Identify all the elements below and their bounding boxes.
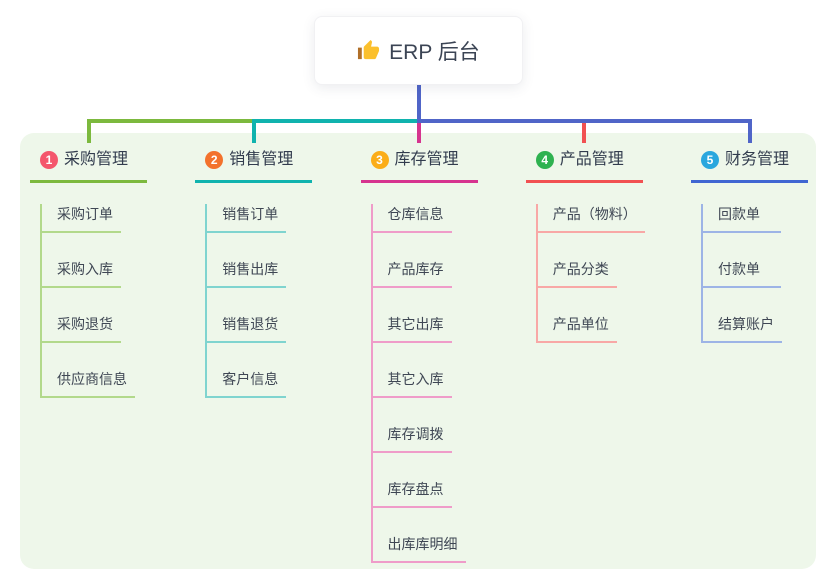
branch-5: 5 财务管理回款单付款单结算账户	[691, 133, 808, 569]
child-node[interactable]: 付款单	[703, 259, 781, 288]
branch-title-node[interactable]: 1 采购管理	[30, 133, 147, 183]
branch-title-label: 采购管理	[64, 151, 129, 168]
child-node[interactable]: 销售退货	[207, 314, 287, 343]
branch-title-label: 销售管理	[229, 151, 294, 168]
branch-4: 4 产品管理产品（物料） 产品分类产品单位	[525, 133, 645, 569]
child-node[interactable]: 其它入库	[372, 369, 452, 398]
branch-children: 回款单付款单结算账户	[701, 204, 808, 343]
child-node[interactable]: 结算账户	[703, 314, 782, 343]
branch-children: 仓库信息产品库存其它出库其它入库库存调拨库存盘点出库库明细	[370, 204, 478, 563]
child-node[interactable]: 采购退货	[42, 314, 121, 343]
child-node[interactable]: 销售出库	[207, 259, 287, 288]
branch-number-badge: 2	[205, 151, 224, 169]
branch-title-node[interactable]: 4 产品管理	[525, 133, 643, 183]
connector-line	[416, 85, 421, 121]
child-node[interactable]: 回款单	[703, 204, 781, 233]
child-node[interactable]: 采购订单	[42, 204, 121, 233]
child-node[interactable]: 销售订单	[207, 204, 287, 233]
branch-children: 销售订单销售出库销售退货客户信息	[205, 204, 312, 398]
child-node[interactable]: 产品单位	[537, 314, 617, 343]
child-node[interactable]: 产品库存	[372, 259, 452, 288]
connector-line	[747, 119, 752, 143]
child-node[interactable]: 出库库明细	[372, 534, 466, 563]
branch-title-node[interactable]: 2 销售管理	[195, 133, 313, 183]
child-node[interactable]: 采购入库	[42, 259, 121, 288]
root-node-label: ERP 后台	[389, 40, 480, 64]
branch-2: 2 销售管理销售订单销售出库销售退货客户信息	[195, 133, 313, 569]
connector-line	[86, 119, 91, 143]
branch-number-badge: 1	[40, 151, 58, 169]
branch-number-badge: 4	[535, 151, 554, 169]
connector-line	[251, 119, 419, 123]
branch-children: 产品（物料） 产品分类产品单位	[535, 204, 645, 343]
branch-3: 3 库存管理仓库信息产品库存其它出库其它入库库存调拨库存盘点出库库明细	[360, 133, 478, 569]
connector-line	[417, 123, 421, 143]
child-node[interactable]: 库存调拨	[372, 424, 452, 453]
connector-line	[251, 119, 256, 143]
branch-title-node[interactable]: 5 财务管理	[691, 133, 808, 183]
root-node[interactable]: ERP 后台	[314, 16, 523, 85]
mindmap-panel	[20, 133, 816, 569]
branch-title-label: 产品管理	[559, 151, 624, 168]
branch-children: 采购订单采购入库采购退货供应商信息	[40, 204, 147, 398]
child-node[interactable]: 产品分类	[537, 259, 617, 288]
branch-number-badge: 3	[370, 151, 389, 169]
child-node[interactable]: 产品（物料）	[537, 204, 645, 233]
branch-columns: 1 采购管理采购订单采购入库采购退货供应商信息 2 销售管理销售订单销售出库销售退货客…	[20, 133, 816, 569]
branch-title-node[interactable]: 3 库存管理	[360, 133, 478, 183]
branch-title-label: 库存管理	[394, 151, 459, 168]
child-node[interactable]: 其它出库	[372, 314, 452, 343]
child-node[interactable]: 库存盘点	[372, 479, 452, 508]
child-node[interactable]: 客户信息	[207, 369, 287, 398]
child-node[interactable]: 仓库信息	[372, 204, 452, 233]
branch-number-badge: 5	[701, 151, 719, 169]
child-node[interactable]: 供应商信息	[42, 369, 135, 398]
branch-title-label: 财务管理	[725, 151, 790, 168]
branch-1: 1 采购管理采购订单采购入库采购退货供应商信息	[30, 133, 147, 569]
connector-line	[86, 119, 254, 123]
connector-line	[582, 123, 587, 143]
connector-line	[416, 119, 752, 123]
thumbs-up-icon	[357, 39, 380, 62]
